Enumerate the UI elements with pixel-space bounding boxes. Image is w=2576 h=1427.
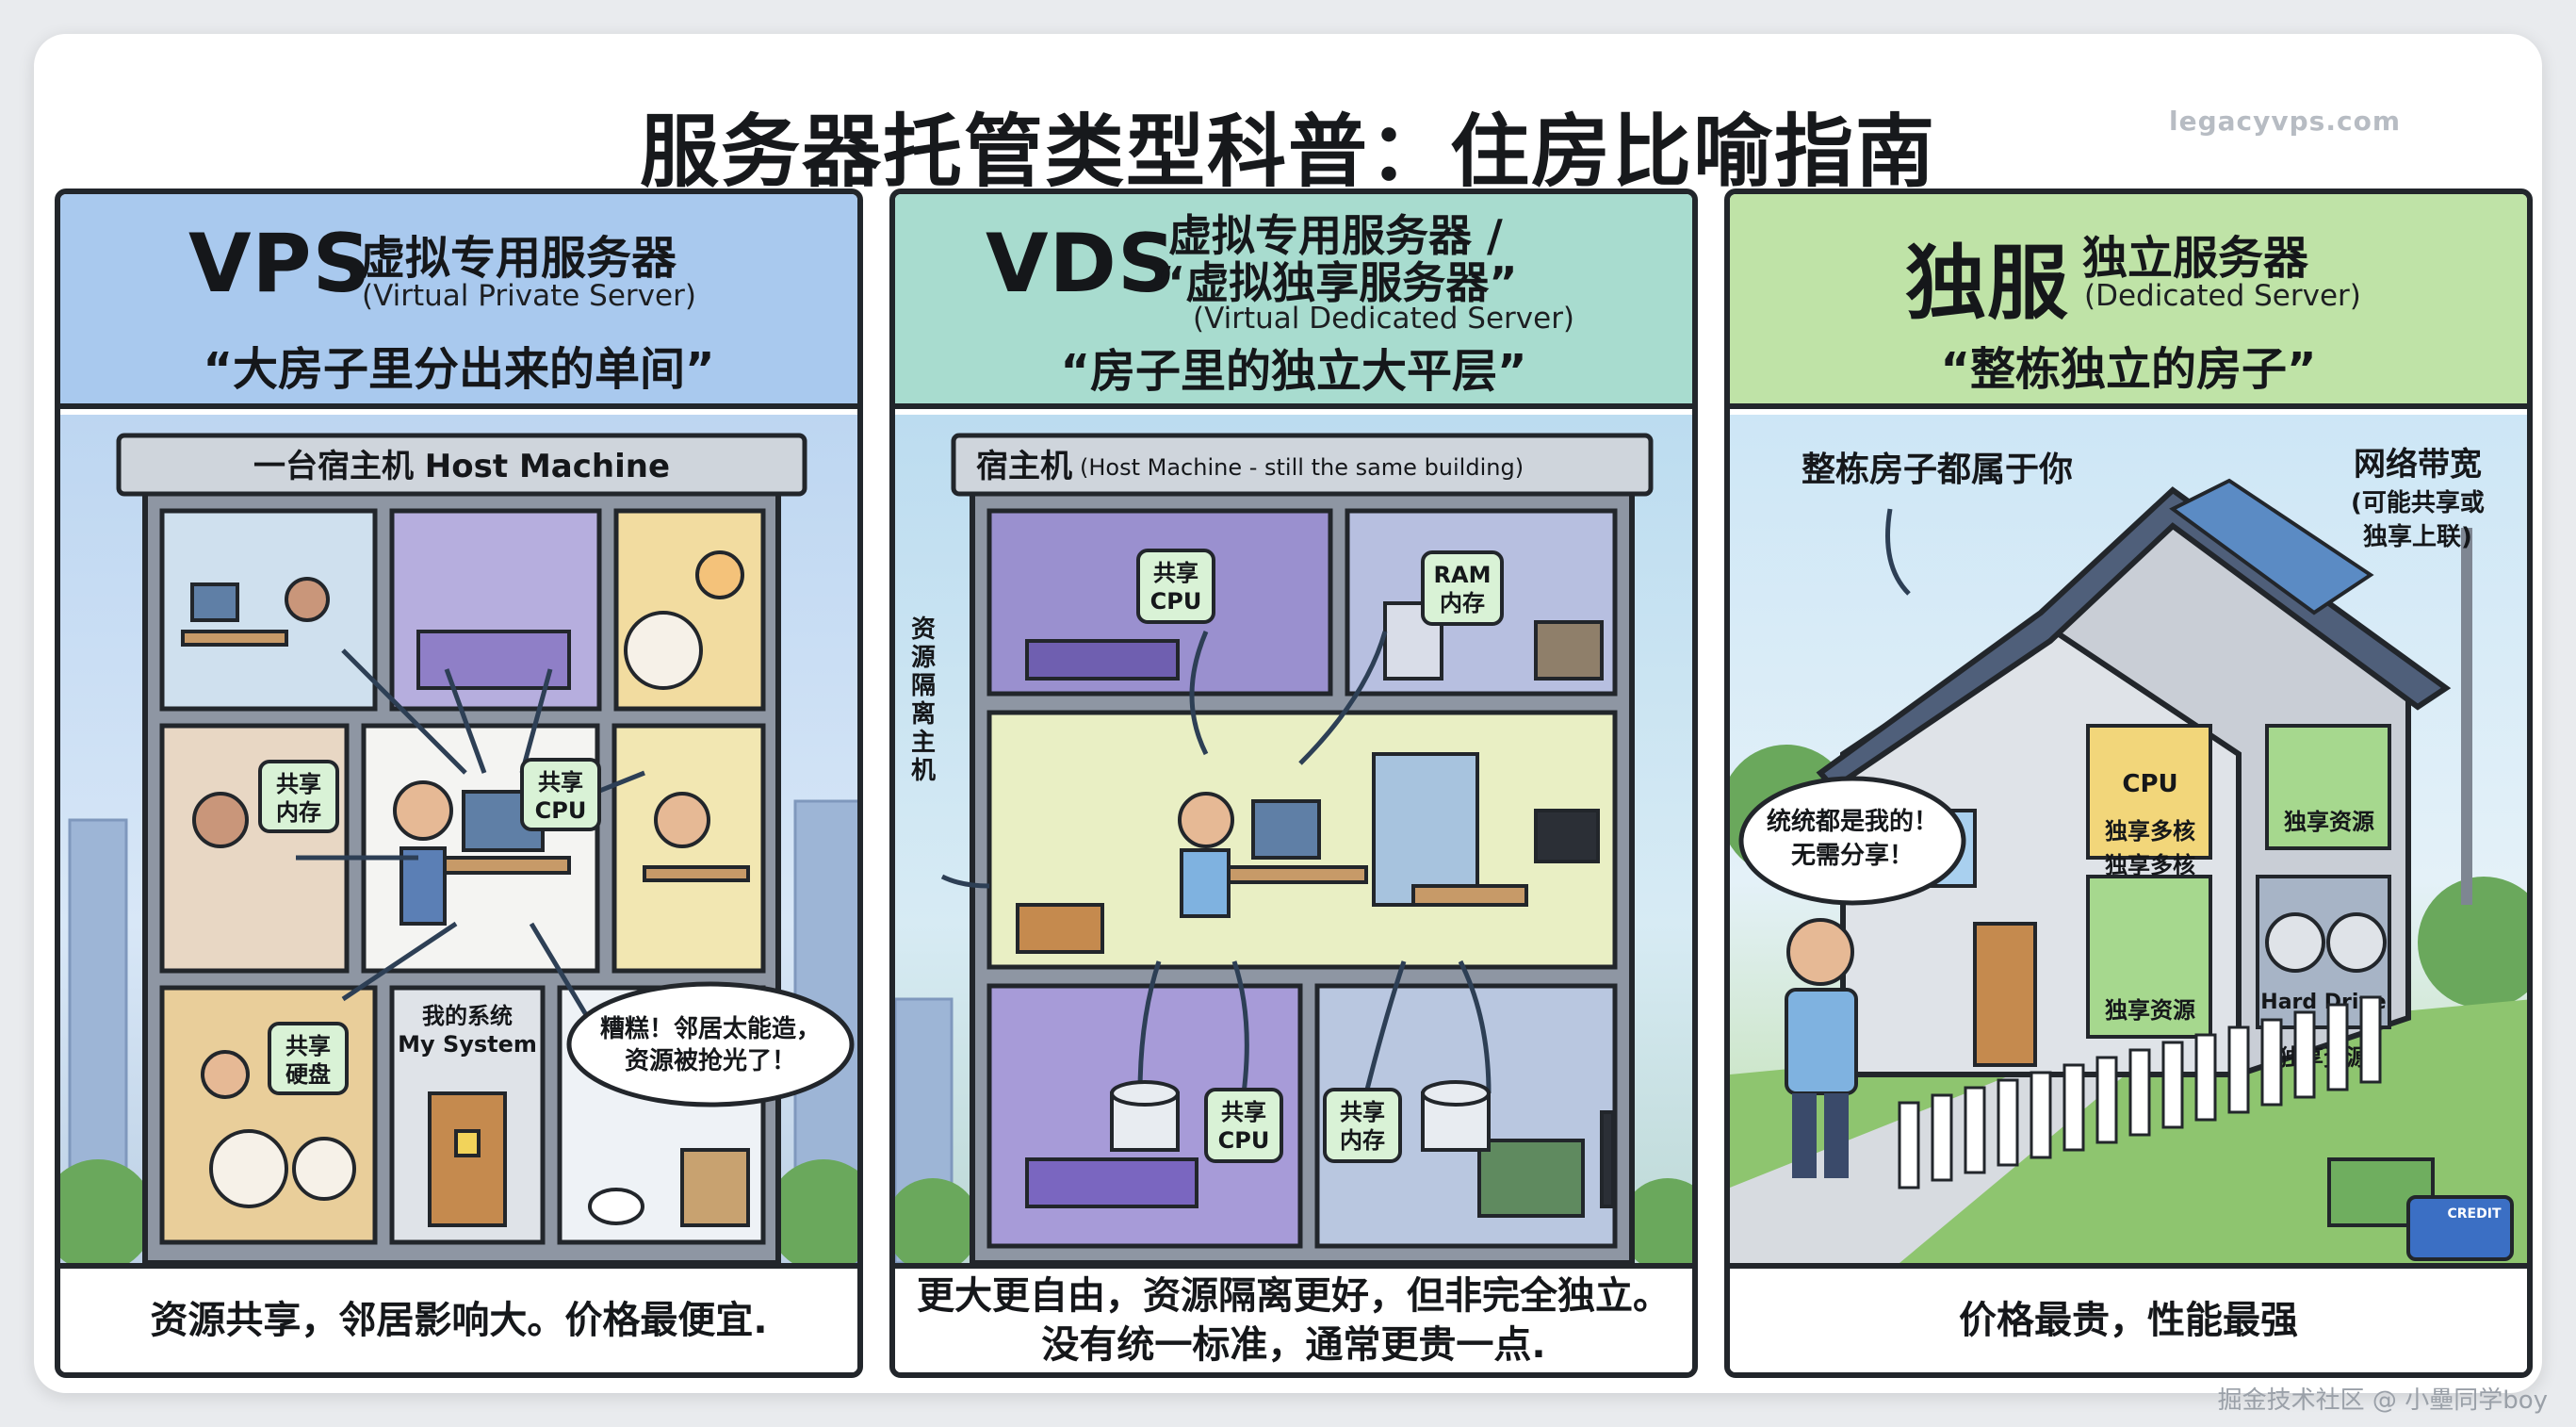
svg-text:糟糕！邻居太能造，: 糟糕！邻居太能造， — [600, 1014, 821, 1043]
ded-note-house: 整栋房子都属于你 — [1802, 451, 2073, 489]
ded-label-res-1: 独享资源 — [2284, 809, 2374, 835]
ded-label-res-2: 独享资源 — [2105, 997, 2195, 1024]
ded-footer-text: 价格最贵，性能最强 — [1959, 1299, 2298, 1342]
svg-text:离: 离 — [911, 699, 936, 729]
vds-footer-line-1: 更大更自由，资源隔离更好，但非完全独立。 — [917, 1274, 1671, 1318]
svg-text:共享: 共享 — [1153, 560, 1198, 586]
ded-footer: 价格最贵，性能最强 — [1730, 1263, 2527, 1372]
vds-footer: 更大更自由，资源隔离更好，但非完全独立。 没有统一标准，通常更贵一点. — [895, 1263, 1692, 1372]
vps-banner: 一台宿主机 Host Machine — [253, 448, 670, 485]
vps-tag-shared-disk: 共享 硬盘 — [268, 1022, 349, 1095]
ded-name: 独服 — [1905, 237, 2069, 331]
svg-text:CPU: CPU — [1218, 1127, 1270, 1154]
svg-text:共享: 共享 — [285, 1033, 331, 1059]
svg-text:共享: 共享 — [1340, 1099, 1385, 1125]
svg-text:(可能共享或: (可能共享或 — [2351, 488, 2485, 517]
vps-name: VPS — [188, 217, 372, 311]
vds-tag-shared-cpu-2: 共享 CPU — [1204, 1088, 1283, 1163]
vds-banner-en: (Host Machine - still the same building) — [1080, 454, 1524, 481]
ded-header: 独服 独立服务器 (Dedicated Server) “整栋独立的房子” — [1730, 194, 2527, 409]
vps-speech-bubble: 糟糕！邻居太能造， 资源被抢光了！ — [566, 981, 855, 1107]
svg-text:资源被抢光了！: 资源被抢光了！ — [625, 1046, 796, 1075]
vps-building-illustration: 一台宿主机 Host Machine — [60, 433, 857, 1263]
vds-footer-line-2: 没有统一标准，通常更贵一点. — [1041, 1323, 1546, 1367]
svg-text:共享: 共享 — [1221, 1099, 1266, 1125]
ded-label-cores-1: 独享多核 — [2105, 818, 2195, 845]
panel-dedicated: 独服 独立服务器 (Dedicated Server) “整栋独立的房子” — [1724, 189, 2533, 1378]
vds-en-name: (Virtual Dedicated Server) — [1193, 302, 1575, 336]
vps-tag-my-system: 我的系统 My System — [398, 1003, 537, 1058]
svg-text:源: 源 — [911, 644, 936, 672]
vps-footer-text: 资源共享，邻居影响大。价格最便宜. — [150, 1299, 768, 1342]
vds-metaphor: “房子里的独立大平层” — [1060, 345, 1527, 398]
ded-speech-bubble: 统统都是我的！ 无需分享！ — [1738, 776, 1966, 906]
svg-text:内存: 内存 — [276, 799, 321, 826]
svg-text:My System: My System — [398, 1031, 537, 1058]
svg-text:主: 主 — [911, 729, 936, 757]
vds-tag-shared-cpu: 共享 CPU — [1136, 549, 1215, 624]
vds-scene: 宿主机 (Host Machine - still the same build… — [895, 415, 1692, 1263]
svg-text:CPU: CPU — [535, 797, 587, 824]
svg-text:硬盘: 硬盘 — [285, 1061, 331, 1088]
ded-label-card: CREDIT — [2448, 1206, 2502, 1222]
vps-tag-shared-cpu: 共享 CPU — [520, 758, 601, 831]
ded-label-res-3: 独享资源 — [2278, 1044, 2369, 1071]
vps-header: VPS 虚拟专用服务器 (Virtual Private Server) “大房… — [60, 194, 857, 409]
vds-cn-name-1: 虚拟专用服务器 / — [1168, 210, 1503, 261]
vds-tag-ram: RAM 内存 — [1421, 550, 1504, 626]
vps-scene: 一台宿主机 Host Machine — [60, 415, 857, 1263]
ded-label-cpu: CPU — [2122, 770, 2177, 798]
vps-tag-shared-mem: 共享 内存 — [258, 760, 339, 833]
vds-name: VDS — [986, 217, 1177, 311]
ded-cn-name: 独立服务器 — [2082, 232, 2309, 285]
svg-text:共享: 共享 — [538, 769, 583, 796]
vds-header: VDS 虚拟专用服务器 / “虚拟独享服务器” (Virtual Dedicat… — [895, 194, 1692, 409]
ded-house-illustration: CPU 独享多核 独享多核 独享资源 独享资源 Hard Drive 独享资源 — [1730, 446, 2527, 1263]
source-credit: 掘金技术社区 @ 小壘同学boy — [2217, 1386, 2548, 1415]
vps-footer: 资源共享，邻居影响大。价格最便宜. — [60, 1263, 857, 1372]
svg-text:RAM: RAM — [1434, 562, 1492, 588]
vps-metaphor: “大房子里分出来的单间” — [203, 343, 715, 396]
svg-text:内存: 内存 — [1440, 590, 1485, 616]
vps-cn-name: 虚拟专用服务器 — [360, 232, 677, 285]
svg-text:机: 机 — [911, 757, 936, 785]
site-url: legacyvps.com — [2169, 106, 2401, 137]
svg-text:共享: 共享 — [276, 771, 321, 797]
vds-tag-shared-mem: 共享 内存 — [1323, 1088, 1402, 1163]
ded-en-name: (Dedicated Server) — [2084, 279, 2361, 313]
svg-text:内存: 内存 — [1340, 1127, 1385, 1154]
svg-text:CPU: CPU — [1150, 588, 1202, 615]
svg-text:独享上联): 独享上联) — [2363, 522, 2472, 551]
vds-cn-name-2: “虚拟独享服务器” — [1157, 257, 1518, 308]
svg-text:无需分享！: 无需分享！ — [1791, 841, 1914, 870]
svg-text:统统都是我的！: 统统都是我的！ — [1767, 807, 1938, 836]
svg-text:我的系统: 我的系统 — [422, 1003, 513, 1029]
ded-scene: CPU 独享多核 独享多核 独享资源 独享资源 Hard Drive 独享资源 — [1730, 415, 2527, 1263]
panel-vds: VDS 虚拟专用服务器 / “虚拟独享服务器” (Virtual Dedicat… — [889, 189, 1698, 1378]
svg-text:资: 资 — [911, 615, 936, 644]
vds-banner-cn: 宿主机 — [976, 448, 1072, 485]
ded-note-network: 网络带宽 (可能共享或 独享上联) — [2351, 446, 2485, 551]
vps-en-name: (Virtual Private Server) — [362, 279, 696, 313]
vds-building-illustration: 宿主机 (Host Machine - still the same build… — [895, 433, 1692, 1263]
page-title: 服务器托管类型科普：住房比喻指南 — [639, 106, 1936, 198]
svg-text:网络带宽: 网络带宽 — [2354, 446, 2482, 484]
panel-vps: VPS 虚拟专用服务器 (Virtual Private Server) “大房… — [55, 189, 863, 1378]
vds-side-note: 资 源 隔 离 主 机 — [911, 615, 936, 785]
ded-label-cores-2: 独享多核 — [2105, 852, 2195, 878]
ded-metaphor: “整栋独立的房子” — [1940, 343, 2317, 396]
svg-text:隔: 隔 — [911, 672, 936, 700]
